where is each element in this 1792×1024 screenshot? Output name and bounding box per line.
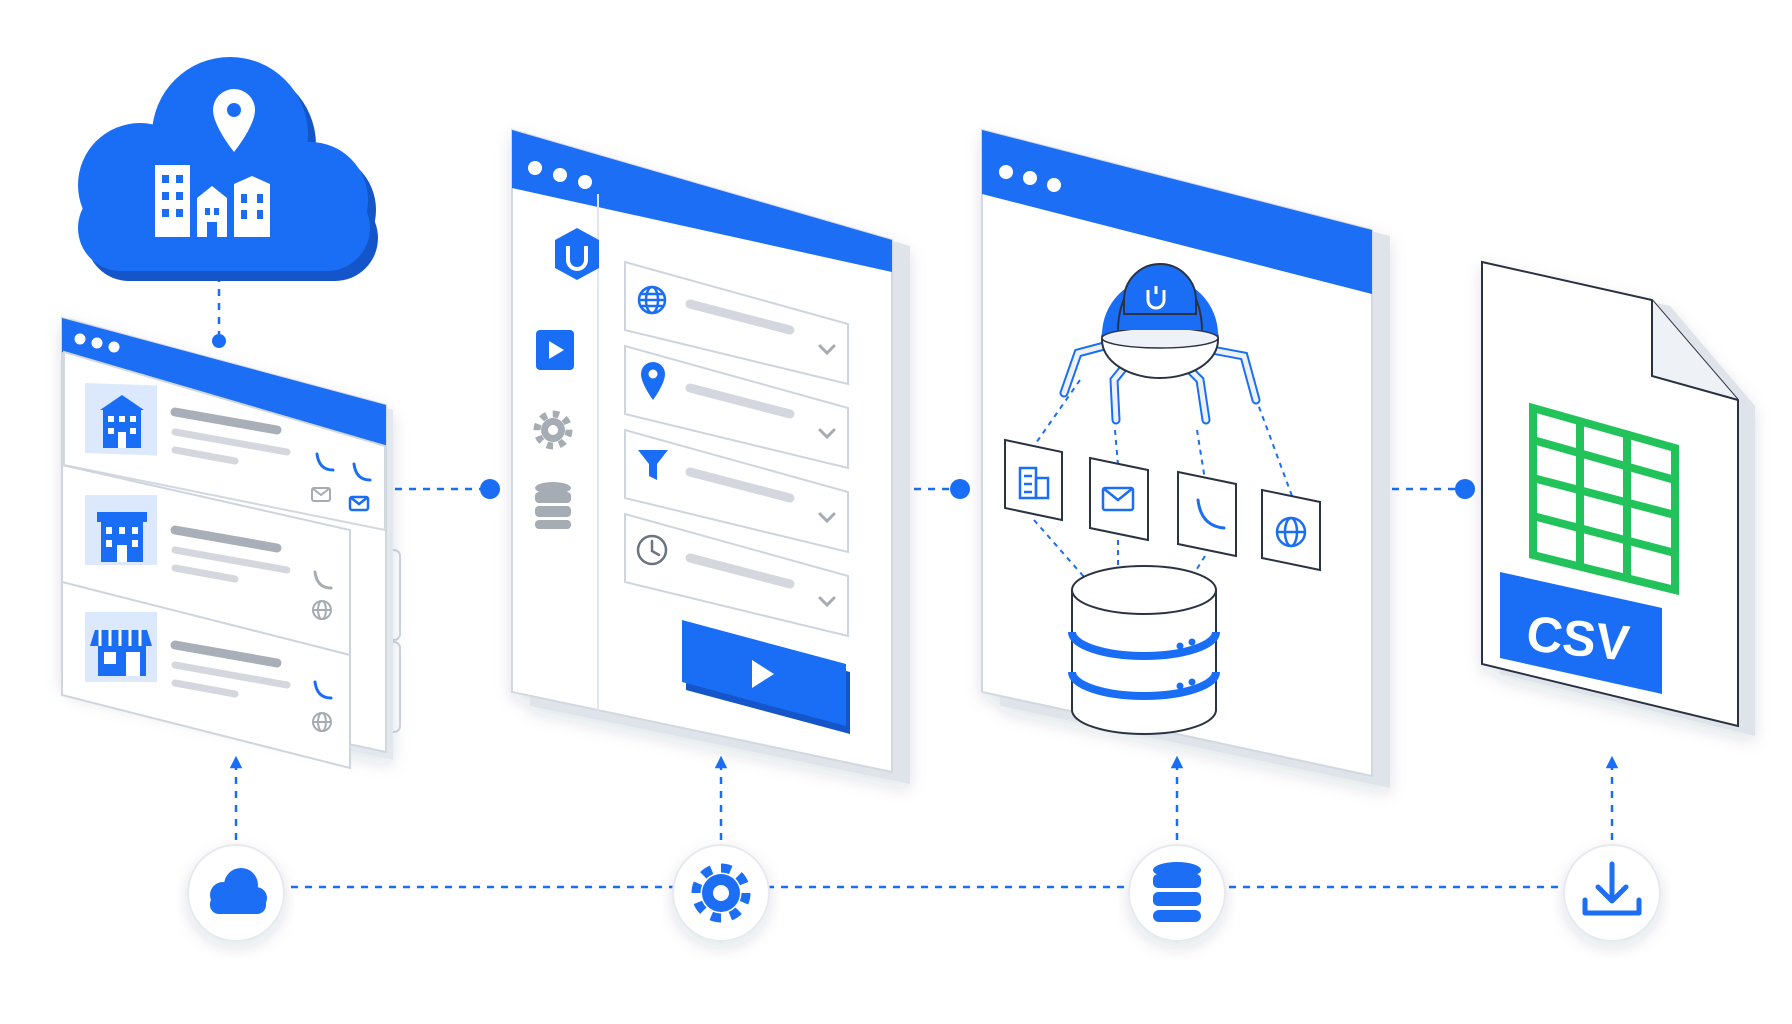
chevron-down-icon [818,344,836,356]
cloud-icon [210,868,267,914]
data-card-phone [1177,470,1237,558]
building-icon [1018,466,1050,500]
gear-icon [691,863,751,923]
filter-icon [638,450,668,480]
data-card-email [1089,456,1149,542]
phone-icon [313,570,333,590]
stage-download [1563,844,1661,942]
logo-icon[interactable] [555,228,599,280]
play-icon[interactable] [536,330,574,370]
stage-cloud [187,844,285,942]
email-icon [1101,486,1135,512]
globe-icon [637,285,667,315]
map-pin-icon [641,362,665,400]
phone-icon [352,462,372,482]
connector-dots [212,334,1475,499]
play-icon [752,660,774,688]
database-icon [1068,565,1220,735]
scraper-window [981,128,1390,788]
database-icon[interactable] [535,482,571,529]
stage-database [1128,844,1226,942]
storefront-icon [90,630,152,676]
download-icon [1582,861,1642,916]
config-window [511,128,910,784]
chevron-down-icon [818,596,836,608]
globe-icon [312,600,332,620]
office-building-icon [97,512,147,562]
listing-row-3[interactable] [61,580,351,770]
phone-icon [313,680,333,700]
chevron-down-icon [818,512,836,524]
config-field-url[interactable] [624,260,849,386]
database-icon [1153,862,1201,922]
data-card-globe [1261,488,1321,572]
config-field-location[interactable] [624,344,849,470]
email-icon [311,487,331,502]
cloud-buildings-pin-icon [78,57,378,281]
config-field-filter[interactable] [624,428,849,554]
listing-row-1[interactable] [63,350,386,532]
stage-gear [672,844,770,942]
listing-row-2[interactable] [61,463,351,657]
data-card-building [1004,438,1063,522]
gear-icon[interactable] [533,410,573,450]
source-window [61,316,401,770]
phone-icon [1196,498,1226,530]
phone-icon [315,452,335,472]
clock-icon [636,534,668,566]
globe-icon [1275,516,1307,548]
export-file: CSV [1481,260,1755,736]
connectors [217,275,1619,889]
csv-badge: CSV [1500,572,1662,694]
source-cloud [78,57,378,281]
spider-robot-icon [1059,263,1261,425]
spreadsheet-icon [1529,402,1679,596]
config-sidebar [533,228,599,529]
building-icon [100,395,144,448]
email-icon [348,495,370,512]
globe-icon [312,712,332,732]
chevron-down-icon [818,428,836,440]
run-button[interactable] [682,620,850,734]
config-field-schedule[interactable] [624,512,849,638]
csv-label: CSV [1524,605,1633,672]
